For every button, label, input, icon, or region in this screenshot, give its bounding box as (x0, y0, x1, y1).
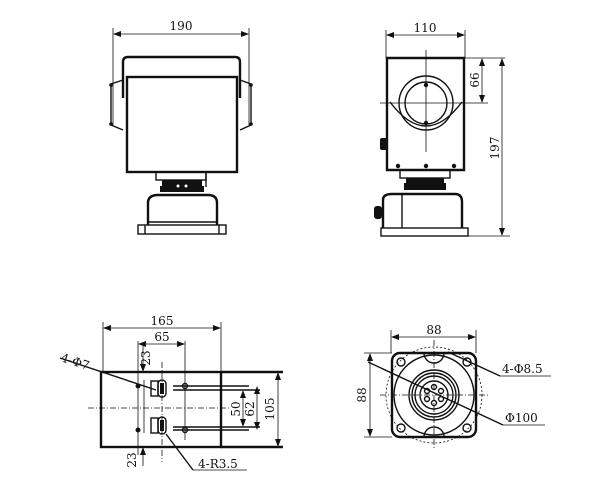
side-view: 110 66 197 (374, 21, 510, 237)
dim-hole-spacing: 65 (154, 330, 169, 344)
dim-slot-spacing: 50 (229, 401, 243, 416)
dim-side-width: 110 (414, 21, 437, 35)
dim-hole-row-spacing: 62 (243, 401, 257, 416)
dim-base-length: 165 (151, 314, 174, 328)
label-flange-holes: 4-Φ8.5 (502, 362, 543, 376)
label-slot-radius: 4-R3.5 (198, 457, 238, 471)
label-mount-holes: 4-Φ7 (59, 351, 91, 373)
dim-base-width: 105 (263, 398, 277, 421)
dim-offset-top: 23 (139, 350, 153, 365)
front-view: 190 (109, 19, 253, 235)
base-view: 88 88 4-Φ8.5 Φ100 (355, 323, 551, 450)
dim-lens-center: 66 (468, 72, 482, 87)
dim-front-width: 190 (170, 19, 193, 33)
label-circle-diameter: Φ100 (505, 411, 538, 425)
dim-flange-width: 88 (426, 323, 441, 337)
dim-flange-height: 88 (355, 387, 369, 402)
dim-total-height: 197 (488, 137, 502, 160)
top-view: 165 65 23 23 50 62 105 4-Φ7 4-R3.5 (59, 314, 283, 471)
dim-offset-bottom: 23 (125, 452, 139, 467)
